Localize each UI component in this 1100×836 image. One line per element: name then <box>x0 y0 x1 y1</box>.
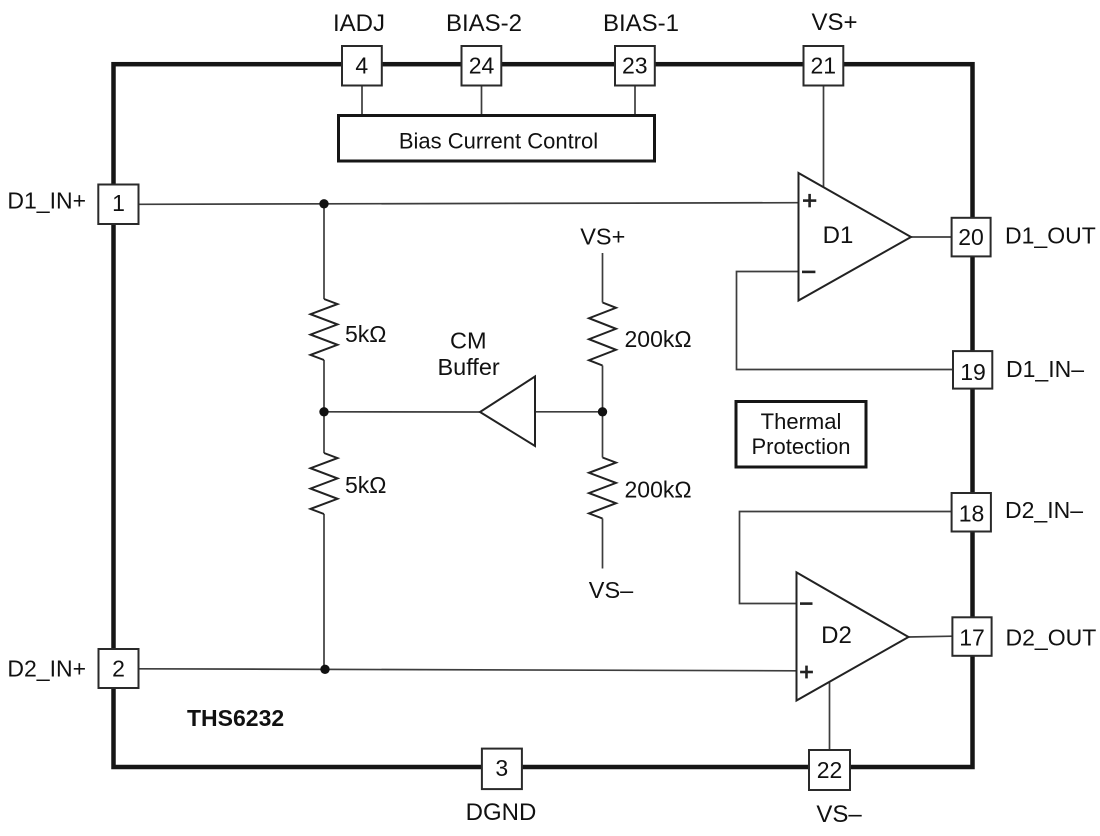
svg-text:VS+: VS+ <box>580 224 625 250</box>
svg-text:D1_IN–: D1_IN– <box>1006 356 1084 382</box>
svg-text:BIAS-2: BIAS-2 <box>446 10 522 37</box>
svg-text:D2_OUT: D2_OUT <box>1006 625 1097 651</box>
svg-text:4: 4 <box>355 53 368 79</box>
svg-text:21: 21 <box>811 53 837 79</box>
svg-text:Protection: Protection <box>751 434 850 459</box>
svg-text:VS–: VS– <box>816 801 862 828</box>
svg-text:CM: CM <box>450 328 487 354</box>
svg-text:VS–: VS– <box>589 577 634 603</box>
svg-text:D2: D2 <box>821 622 852 649</box>
svg-text:20: 20 <box>958 224 984 250</box>
svg-text:200kΩ: 200kΩ <box>625 477 692 503</box>
svg-text:Bias Current Control: Bias Current Control <box>399 129 598 154</box>
svg-text:17: 17 <box>959 625 985 651</box>
svg-text:5kΩ: 5kΩ <box>345 321 387 347</box>
svg-text:VS+: VS+ <box>811 9 857 36</box>
svg-text:2: 2 <box>112 655 125 681</box>
svg-text:D1_OUT: D1_OUT <box>1005 223 1096 249</box>
svg-text:D2_IN–: D2_IN– <box>1005 497 1083 523</box>
svg-text:5kΩ: 5kΩ <box>345 472 387 498</box>
svg-text:22: 22 <box>817 757 843 783</box>
svg-text:THS6232: THS6232 <box>187 705 284 731</box>
svg-text:Buffer: Buffer <box>437 354 499 380</box>
svg-text:23: 23 <box>622 53 648 79</box>
svg-text:D1_IN+: D1_IN+ <box>7 188 86 214</box>
svg-text:D2_IN+: D2_IN+ <box>7 656 86 682</box>
svg-text:IADJ: IADJ <box>333 10 385 37</box>
svg-text:DGND: DGND <box>466 799 537 826</box>
svg-text:18: 18 <box>959 501 985 527</box>
svg-text:19: 19 <box>960 359 986 385</box>
svg-text:200kΩ: 200kΩ <box>625 326 692 352</box>
svg-text:BIAS-1: BIAS-1 <box>603 10 679 37</box>
svg-text:1: 1 <box>112 190 125 216</box>
svg-text:D1: D1 <box>823 222 854 249</box>
svg-text:Thermal: Thermal <box>761 409 842 434</box>
svg-text:24: 24 <box>469 53 495 79</box>
svg-text:3: 3 <box>495 755 508 781</box>
